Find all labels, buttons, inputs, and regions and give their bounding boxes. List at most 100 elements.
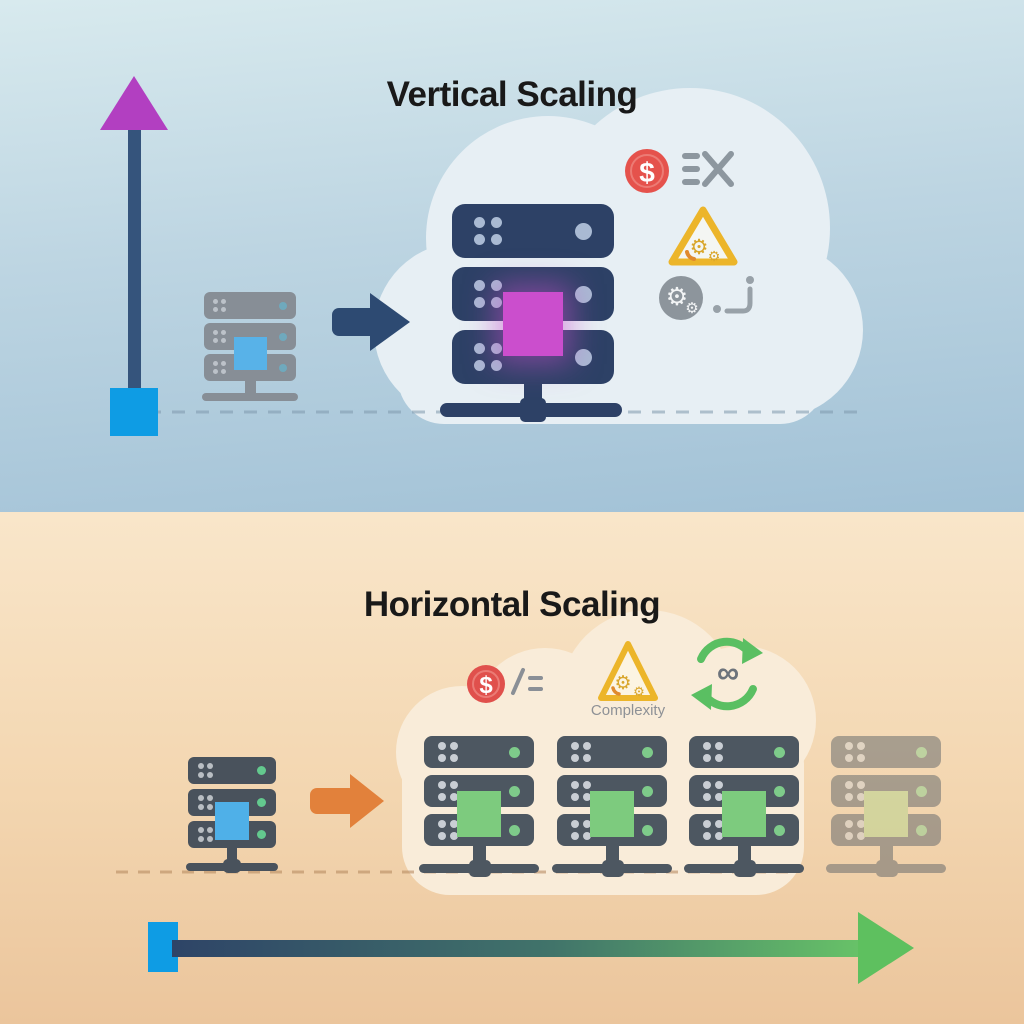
infinity-symbol: ∞ [716,655,740,690]
single-server-icon [202,292,298,401]
vent-dots [213,330,226,343]
server-unit [831,736,941,768]
vent-dots [213,361,226,374]
server-stand [245,381,256,396]
horizontal-scaling-panel: $ ⚙ ⚙ [0,512,1024,1024]
resource-chip [590,791,634,837]
cluster-server-2 [552,736,672,877]
status-led [509,746,520,758]
status-led [257,830,266,839]
resource-chip [234,337,267,370]
resource-chip [215,802,249,840]
vent-dots [845,820,865,840]
status-led [774,785,785,797]
status-led [774,824,785,836]
server-unit [689,736,799,768]
axis-shaft [128,122,141,394]
status-led [916,785,927,797]
vent-dots [438,742,458,762]
cost-dollar-icon: $ [625,149,669,193]
server-unit [188,757,276,784]
resource-chip [722,791,766,837]
resource-chip [864,791,908,837]
horizontal-scaling-title: Horizontal Scaling [363,585,661,625]
svg-text:$: $ [639,157,655,188]
upgraded-server-icon [440,204,622,422]
status-led [916,746,927,758]
server-unit [831,775,941,807]
status-led [509,785,520,797]
vent-dots [571,742,591,762]
complexity-label: Complexity [590,702,666,719]
status-led [642,785,653,797]
vent-dots [474,280,502,308]
network-node [520,398,546,422]
resource-chip [457,791,501,837]
gears-icon: ⚙ ⚙ [659,276,703,320]
vent-dots [213,299,226,312]
vent-dots [571,781,591,801]
vent-dots [438,781,458,801]
cloud-shape [374,88,863,424]
server-rack [831,736,941,846]
vent-dots [571,820,591,840]
status-led [916,824,927,836]
vent-dots [474,217,502,245]
vent-dots [703,742,723,762]
status-led [279,363,287,372]
network-node [223,859,241,873]
list-angle-icon [511,668,543,695]
status-led [509,824,520,836]
status-led [642,746,653,758]
network-node [469,860,491,877]
pending-server-icon [826,736,946,877]
growth-axis-arrow [148,912,914,984]
status-led [575,348,592,366]
server-base [202,393,298,401]
network-node [734,860,756,877]
vent-dots [845,742,865,762]
svg-text:⚙: ⚙ [708,248,721,264]
svg-text:$: $ [479,672,493,699]
status-led [279,332,287,341]
status-led [257,798,266,807]
server-unit [831,814,941,846]
vent-dots [198,763,213,778]
scale-up-arrow-icon [332,293,410,351]
server-unit [557,736,667,768]
vent-dots [703,781,723,801]
vent-dots [845,781,865,801]
axis-arrowhead-icon [858,912,914,984]
axis-origin-square [110,388,158,436]
svg-text:⚙: ⚙ [690,236,709,259]
vent-dots [474,343,502,371]
dashed-connector-icon [713,276,754,314]
server-stand [880,846,893,872]
svg-text:⚙: ⚙ [685,300,698,317]
svg-text:⚙: ⚙ [633,684,645,699]
scale-out-arrow-icon [310,774,384,828]
status-led [575,222,592,240]
server-stand [227,848,237,867]
server-rack [204,292,296,381]
network-node [602,860,624,877]
server-base [826,864,946,873]
upgraded-resource-chip [503,292,563,356]
vent-dots [198,795,213,810]
vertical-scaling-title: Vertical Scaling [386,75,638,115]
server-unit [204,292,296,319]
single-server-icon [186,757,278,873]
axis-arrowhead-icon [100,76,168,130]
vent-dots [703,820,723,840]
status-led [279,301,287,310]
svg-text:⚙: ⚙ [666,283,688,311]
cluster-server-3 [684,736,804,877]
axis-shaft [172,940,864,957]
svg-text:⚙: ⚙ [614,673,631,694]
hardware-warning-icon: ⚙ ⚙ [668,206,738,266]
vent-dots [438,820,458,840]
status-led [257,766,266,775]
status-led [642,824,653,836]
limits-list-x-icon [682,151,734,187]
